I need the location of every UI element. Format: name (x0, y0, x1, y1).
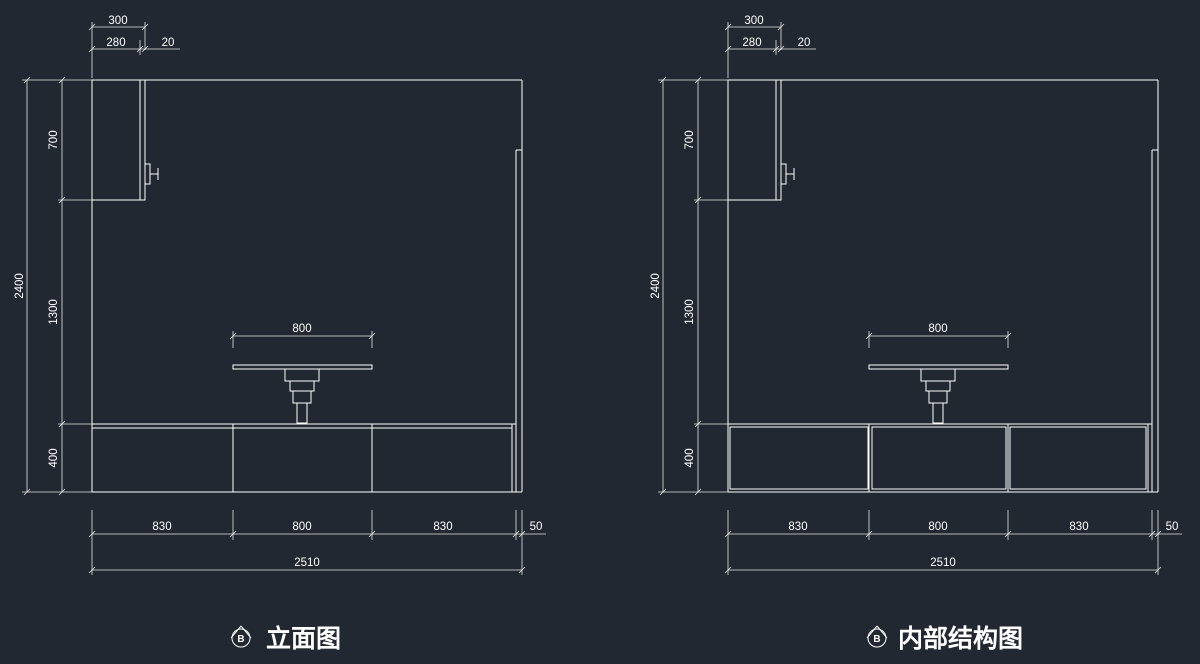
upper-cabinet (727, 79, 795, 201)
dim-total-height: 2400 (650, 273, 662, 299)
base-cabinet (92, 423, 516, 492)
upper-cabinet (91, 79, 159, 201)
section-marker-letter: B (237, 634, 244, 645)
section-marker-icon: B (866, 625, 888, 648)
shelf-assembly: 800 (865, 323, 1012, 424)
dim-side-panel: 50 (530, 521, 543, 533)
left-dimension-group: 2400 700 1300 400 (14, 76, 92, 496)
top-dimension-group: 300 280 20 (724, 15, 816, 78)
dim-bottom-mid: 800 (292, 521, 311, 533)
dim-total-height: 2400 (14, 273, 26, 299)
caption-internal-structure: B 内部结构图 (866, 624, 1023, 653)
dim-cabinet-depth-body: 280 (106, 37, 125, 49)
dim-bottom-mid: 800 (928, 521, 947, 533)
dim-shelf-width: 800 (292, 323, 311, 335)
dim-bottom-left: 830 (788, 521, 807, 533)
dim-bottom-right: 830 (433, 521, 452, 533)
elevation-frame (91, 79, 523, 493)
dim-middle-gap: 1300 (684, 299, 696, 325)
section-marker-icon: B (230, 625, 252, 648)
base-cabinet-internal (728, 423, 1152, 492)
dim-upper-cabinet-height: 700 (684, 130, 696, 149)
dim-base-height: 400 (684, 448, 696, 467)
drawing-internal-structure: 300 280 20 2400 700 1300 400 (650, 15, 1182, 653)
dim-cabinet-door: 20 (162, 37, 175, 49)
dim-side-panel: 50 (1166, 521, 1179, 533)
dim-bottom-left: 830 (152, 521, 171, 533)
drawing-elevation: 300 280 20 2400 700 1300 40 (14, 15, 546, 653)
dim-upper-cabinet-height: 700 (48, 130, 60, 149)
caption-title: 立面图 (266, 624, 341, 653)
caption-elevation: B 立面图 (230, 624, 341, 653)
left-dimension-group: 2400 700 1300 400 (650, 76, 728, 496)
bottom-dimension-group: 830 800 830 50 2510 (88, 510, 546, 575)
structure-frame (727, 79, 1159, 493)
dim-bottom-right: 830 (1069, 521, 1088, 533)
dim-base-height: 400 (48, 448, 60, 467)
caption-title: 内部结构图 (898, 624, 1023, 653)
dim-cabinet-depth-body: 280 (742, 37, 761, 49)
section-marker-letter: B (873, 634, 880, 645)
dim-cabinet-depth-total: 300 (744, 15, 763, 27)
dim-cabinet-door: 20 (798, 37, 811, 49)
dim-total-width: 2510 (294, 557, 320, 569)
dim-middle-gap: 1300 (48, 299, 60, 325)
bottom-dimension-group: 830 800 830 50 2510 (724, 510, 1182, 575)
dim-total-width: 2510 (930, 557, 956, 569)
dim-cabinet-depth-total: 300 (108, 15, 127, 27)
dim-shelf-width: 800 (928, 323, 947, 335)
top-dimension-group: 300 280 20 (88, 15, 180, 78)
shelf-assembly: 800 (229, 323, 376, 424)
